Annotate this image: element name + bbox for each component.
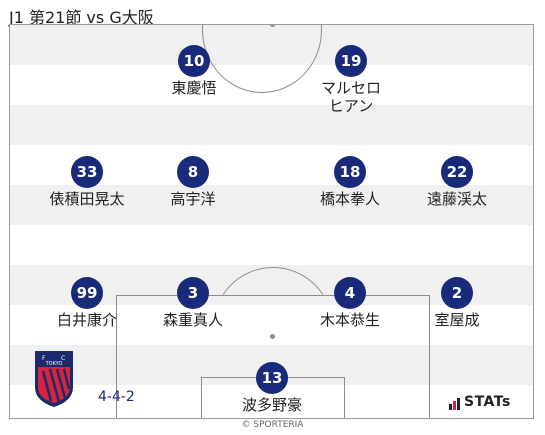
- player-number: 33: [71, 156, 103, 188]
- crest-letter: C: [61, 355, 65, 362]
- player-card[interactable]: 22 遠藤渓太: [402, 156, 512, 208]
- player-number: 2: [441, 277, 473, 309]
- player-card[interactable]: 19 マルセロ ヒアン: [296, 45, 406, 115]
- pitch-stripe: [10, 185, 533, 225]
- player-name: 俵積田晃太: [49, 190, 125, 208]
- player-name: 遠藤渓太: [426, 190, 487, 208]
- player-number: 22: [441, 156, 473, 188]
- player-card[interactable]: 33 俵積田晃太: [32, 156, 142, 208]
- formation-label: 4-4-2: [98, 389, 135, 405]
- player-card[interactable]: 13 波多野豪: [217, 362, 327, 414]
- penalty-area: [116, 295, 430, 418]
- pitch-stripe: [10, 105, 533, 145]
- player-name: 白井康介: [56, 311, 117, 329]
- player-card[interactable]: 10 東慶悟: [139, 45, 249, 97]
- player-number: 4: [334, 277, 366, 309]
- player-name: 橋本拳人: [319, 190, 380, 208]
- player-number: 13: [256, 362, 288, 394]
- stats-brand: STATs: [464, 394, 511, 410]
- copyright: © SPORTERIA: [241, 420, 304, 430]
- player-card[interactable]: 3 森重真人: [138, 277, 248, 329]
- player-number: 18: [334, 156, 366, 188]
- player-name: マルセロ ヒアン: [320, 79, 381, 115]
- player-name: 高宇洋: [170, 190, 216, 208]
- player-card[interactable]: 8 高宇洋: [138, 156, 248, 208]
- player-card[interactable]: 4 木本恭生: [295, 277, 405, 329]
- player-name: 波多野豪: [241, 396, 302, 414]
- player-number: 8: [177, 156, 209, 188]
- player-name: 木本恭生: [319, 311, 380, 329]
- crest-letter: F: [42, 355, 46, 362]
- player-number: 3: [177, 277, 209, 309]
- player-card[interactable]: 2 室屋成: [402, 277, 512, 329]
- team-crest-icon: F C TOKYO: [33, 349, 75, 409]
- player-number: 99: [71, 277, 103, 309]
- player-number: 10: [178, 45, 210, 77]
- penalty-spot: [270, 334, 275, 339]
- pitch: [9, 24, 534, 419]
- player-card[interactable]: 18 橋本拳人: [295, 156, 405, 208]
- center-spot: [270, 25, 275, 27]
- page-title: J1 第21節 vs G大阪: [9, 8, 154, 27]
- crest-text: TOKYO: [45, 361, 63, 367]
- stats-logo: STATs: [449, 394, 511, 410]
- player-name: 東慶悟: [171, 79, 217, 97]
- player-number: 19: [335, 45, 367, 77]
- player-name: 森重真人: [162, 311, 223, 329]
- stats-bars-icon: [449, 398, 460, 410]
- player-card[interactable]: 99 白井康介: [32, 277, 142, 329]
- player-name: 室屋成: [434, 311, 480, 329]
